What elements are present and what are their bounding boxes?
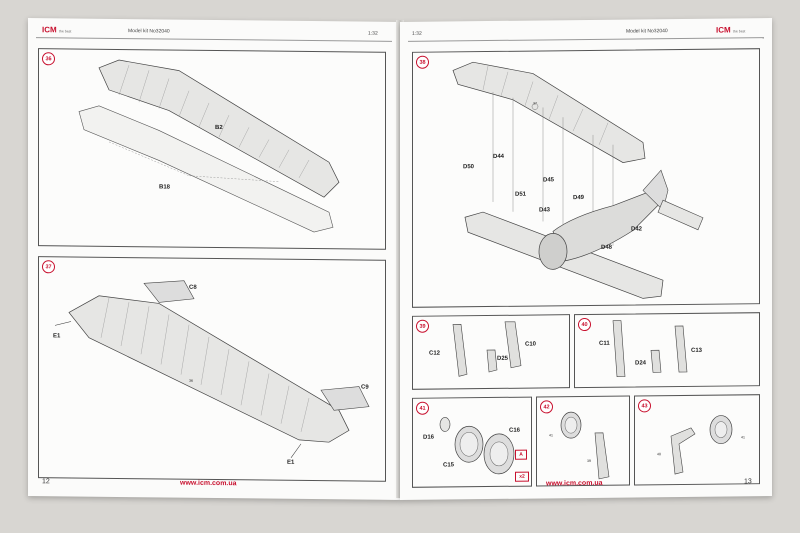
- step-42-panel: 42 41 39: [536, 395, 630, 487]
- part-label: D44: [493, 153, 505, 160]
- left-page: ICM the best Model kit No32040 1:32 36 B…: [28, 18, 400, 500]
- part-label: C16: [509, 427, 521, 434]
- header-divider: [36, 37, 392, 42]
- brand-logo: ICM the best: [42, 25, 72, 35]
- step-41-panel: 41 D16 C16 C15 A x2: [412, 396, 532, 488]
- website-link[interactable]: www.icm.com.ua: [546, 479, 603, 488]
- part-label: D49: [573, 195, 585, 202]
- scale-label: 1:32: [412, 30, 422, 37]
- website-link[interactable]: www.icm.com.ua: [180, 479, 237, 488]
- model-kit-label: Model kit No32040: [626, 28, 668, 35]
- wheel-strut-drawing: [670, 415, 733, 475]
- step-38-panel: 38 37 D50 D44 D45 D51 D43 D49: [412, 48, 760, 308]
- step-reference: 36: [189, 378, 193, 383]
- upper-wing-drawing: [78, 59, 340, 233]
- step-reference: 39: [587, 458, 591, 463]
- page-header-left: ICM the best Model kit No32040 1:32: [28, 24, 400, 44]
- step-43-panel: 43 41 40: [634, 394, 760, 486]
- part-label: E1: [53, 333, 61, 340]
- strut-drawing: [452, 321, 522, 377]
- part-label: D48: [601, 244, 613, 251]
- strut-drawing: [612, 320, 688, 377]
- part-label: D25: [497, 355, 509, 362]
- step-40-panel: 40 C11 C13 D24: [574, 312, 760, 389]
- page-number: 13: [744, 478, 752, 486]
- model-kit-label: Model kit No32040: [128, 28, 170, 35]
- part-label: C11: [599, 340, 610, 347]
- part-label: C12: [429, 350, 441, 357]
- page-header-right: 1:32 Model kit No32040 ICM the best: [400, 24, 772, 44]
- step-36-panel: 36 B2 B18: [38, 48, 386, 250]
- part-label: C13: [691, 347, 703, 354]
- part-label: C15: [443, 462, 455, 469]
- biplane-assembly-drawing: [452, 61, 704, 299]
- part-label: D50: [463, 164, 475, 171]
- wheel-strut-drawing: [560, 411, 610, 480]
- part-label: C8: [189, 284, 197, 291]
- right-page: 1:32 Model kit No32040 ICM the best 38: [400, 18, 772, 500]
- part-label: D43: [539, 207, 551, 214]
- part-label: D42: [631, 226, 643, 233]
- part-label: D45: [543, 177, 555, 184]
- step-reference: 37: [533, 101, 537, 106]
- header-divider: [408, 37, 764, 42]
- page-footer-right: www.icm.com.ua 13: [400, 478, 772, 494]
- part-label: C10: [525, 341, 537, 348]
- part-label: E1: [287, 459, 295, 466]
- sprue-tag: A: [515, 449, 527, 460]
- step-reference: 40: [657, 452, 661, 457]
- page-number: 12: [42, 478, 50, 486]
- step-reference: 41: [549, 433, 553, 438]
- scale-label: 1:32: [368, 30, 378, 37]
- step-39-panel: 39 C12 D25 C10: [412, 314, 570, 390]
- step-37-panel: 37 C8 E1 C9 E1 36: [38, 256, 386, 482]
- part-label: B18: [159, 184, 171, 191]
- part-label: D51: [515, 191, 527, 198]
- step-reference: 41: [741, 435, 745, 440]
- lower-wing-drawing: [54, 280, 370, 458]
- page-footer-left: 12 www.icm.com.ua: [28, 478, 400, 494]
- part-label: D24: [635, 360, 647, 367]
- part-label: D16: [423, 434, 435, 441]
- part-label: B2: [215, 125, 223, 132]
- brand-logo: ICM the best: [716, 25, 746, 35]
- wheel-drawing: [439, 417, 515, 475]
- part-label: C9: [361, 384, 369, 391]
